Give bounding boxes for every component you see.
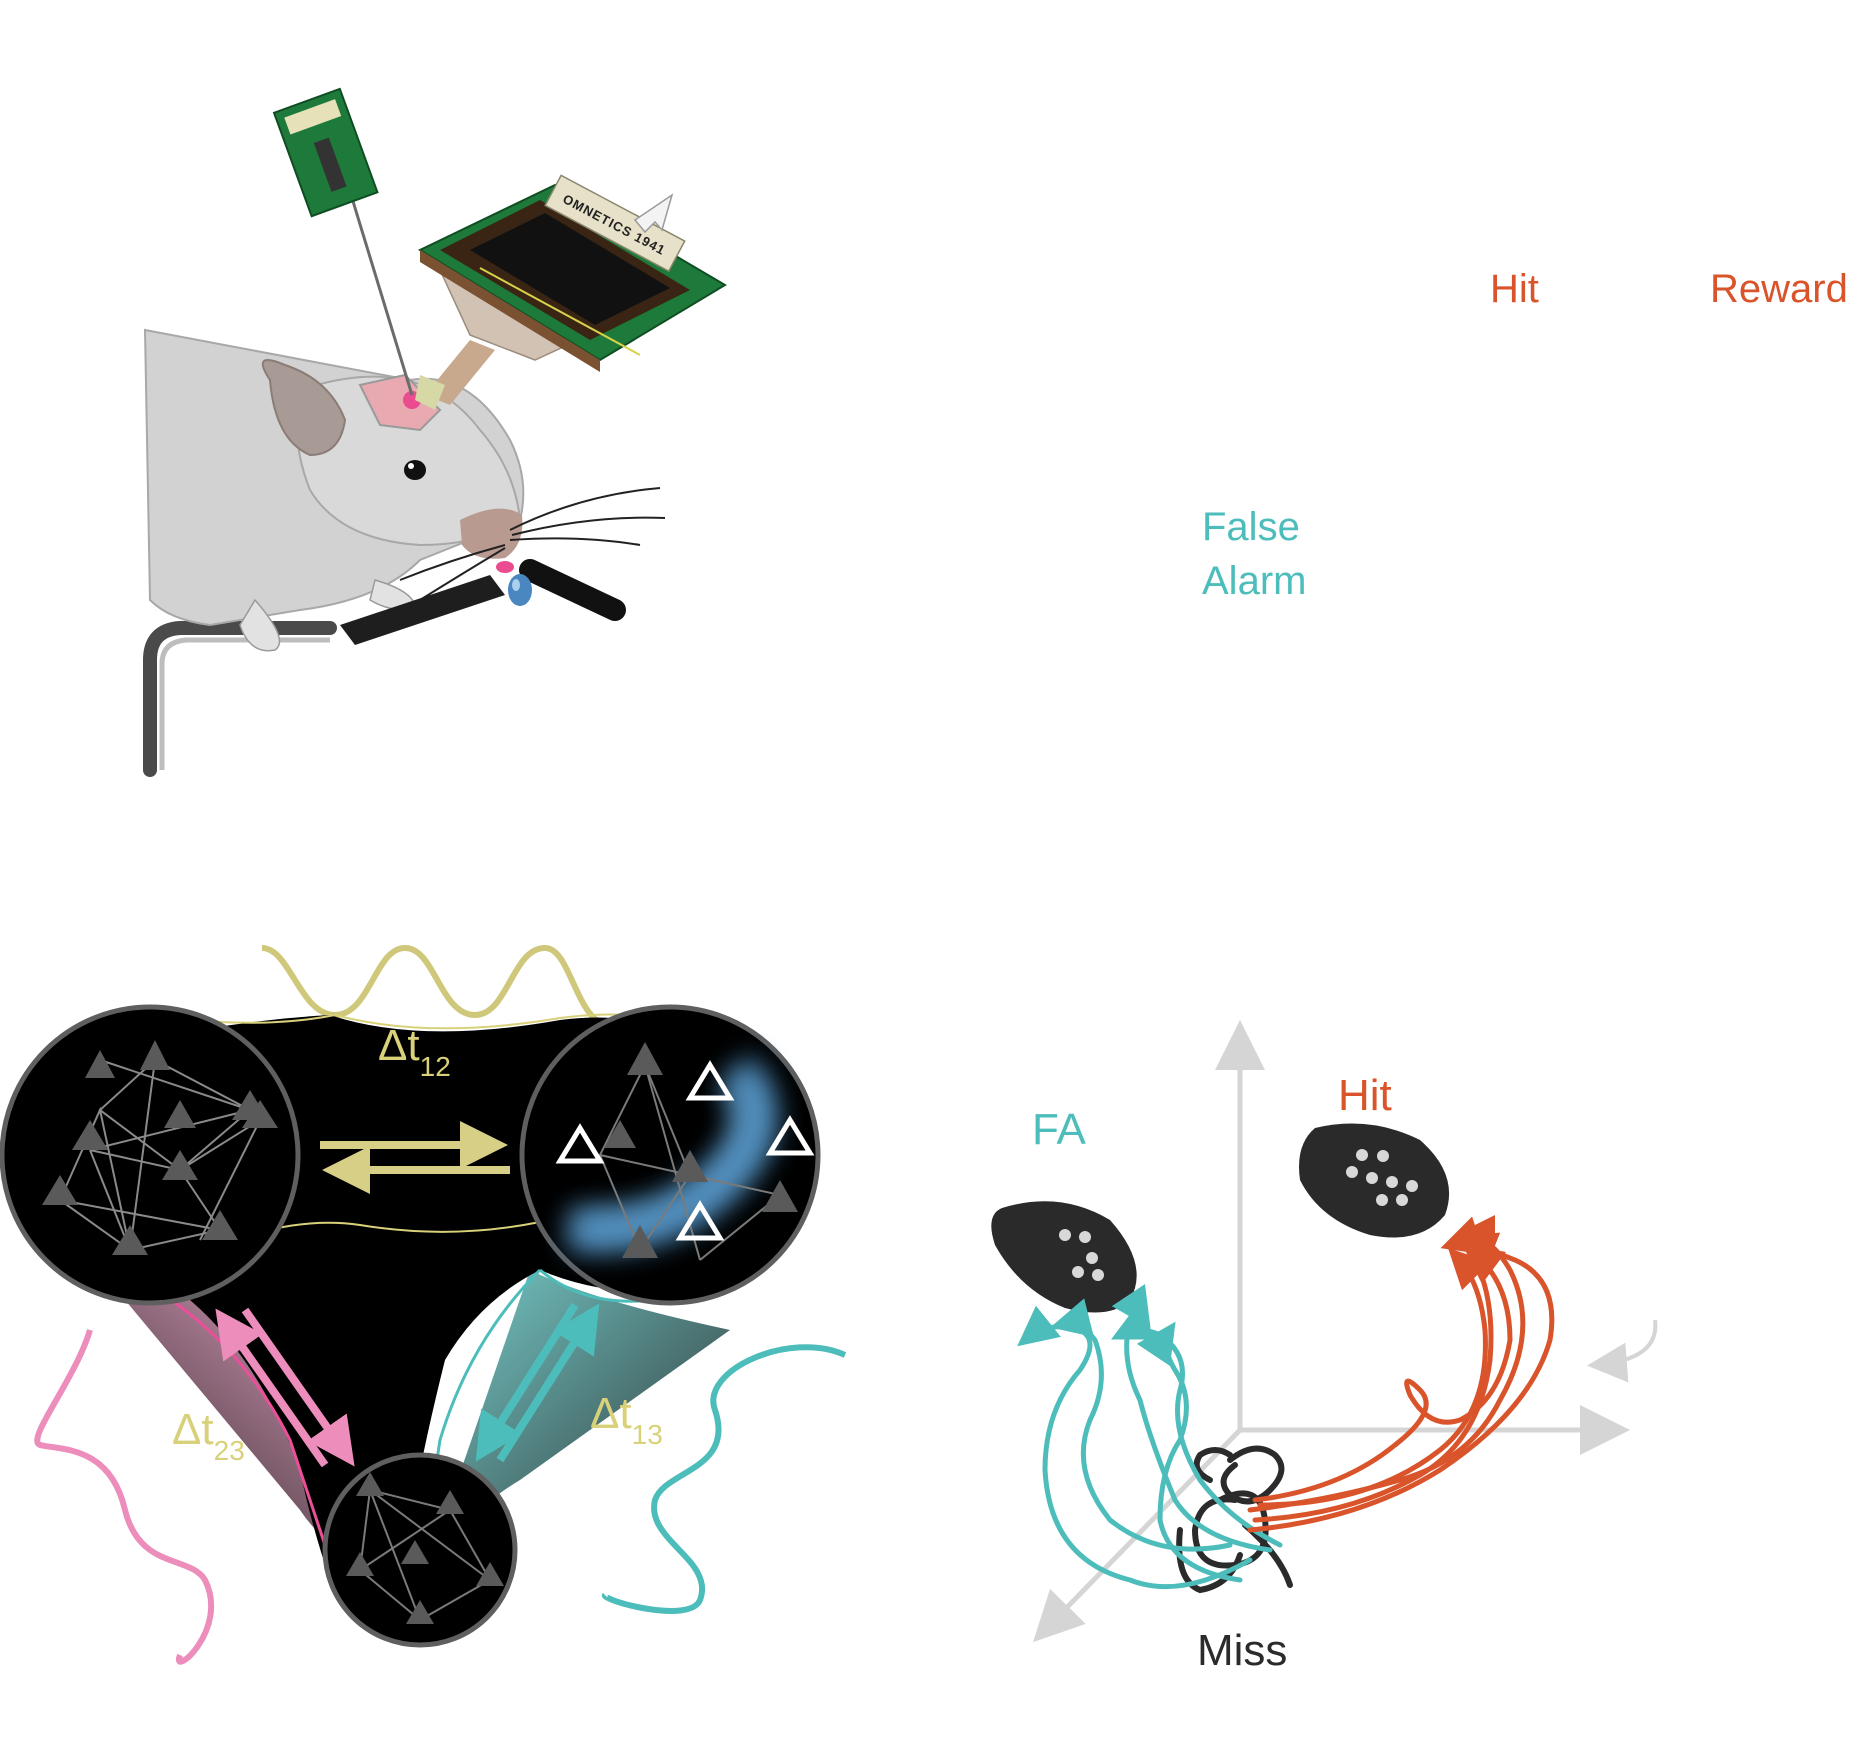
pink-wave	[34, 1329, 215, 1665]
hit-outcome-label: Hit	[1490, 267, 1539, 311]
fa-trajectories	[1017, 1283, 1283, 1590]
brain-area-2	[519, 1004, 821, 1306]
axis-y	[1033, 1428, 1242, 1643]
network-diagram	[0, 944, 847, 1665]
teal-wave	[601, 1344, 847, 1614]
reward-label: Reward	[1710, 267, 1848, 311]
fa-label: FA	[1032, 1105, 1086, 1154]
false-alarm-label-line1: False	[1202, 505, 1300, 549]
miss-label: Miss	[1197, 1626, 1287, 1675]
ear-shape	[261, 359, 347, 457]
fa-attractor	[991, 1201, 1137, 1313]
delta-t13-label: Δt13	[590, 1389, 663, 1450]
theta-wave	[261, 944, 607, 1028]
arrows-1-3	[215, 1307, 355, 1468]
hit-label: Hit	[1338, 1071, 1392, 1120]
delta-t23-label: Δt23	[172, 1405, 245, 1466]
arrows-1-2	[320, 1121, 510, 1194]
state-space-plot	[991, 1020, 1658, 1643]
mouse-setup-illustration: OMNETICS 1941	[143, 87, 727, 777]
viewpoint-arrow	[1587, 1319, 1658, 1383]
brain-area-1	[0, 1004, 301, 1306]
arrows-2-3	[475, 1302, 600, 1463]
hit-trajectories	[1247, 1215, 1555, 1533]
delta-t12-label: Δt12	[378, 1021, 451, 1082]
false-alarm-label-line2: Alarm	[1202, 559, 1306, 603]
brain-area-3	[322, 1452, 518, 1648]
